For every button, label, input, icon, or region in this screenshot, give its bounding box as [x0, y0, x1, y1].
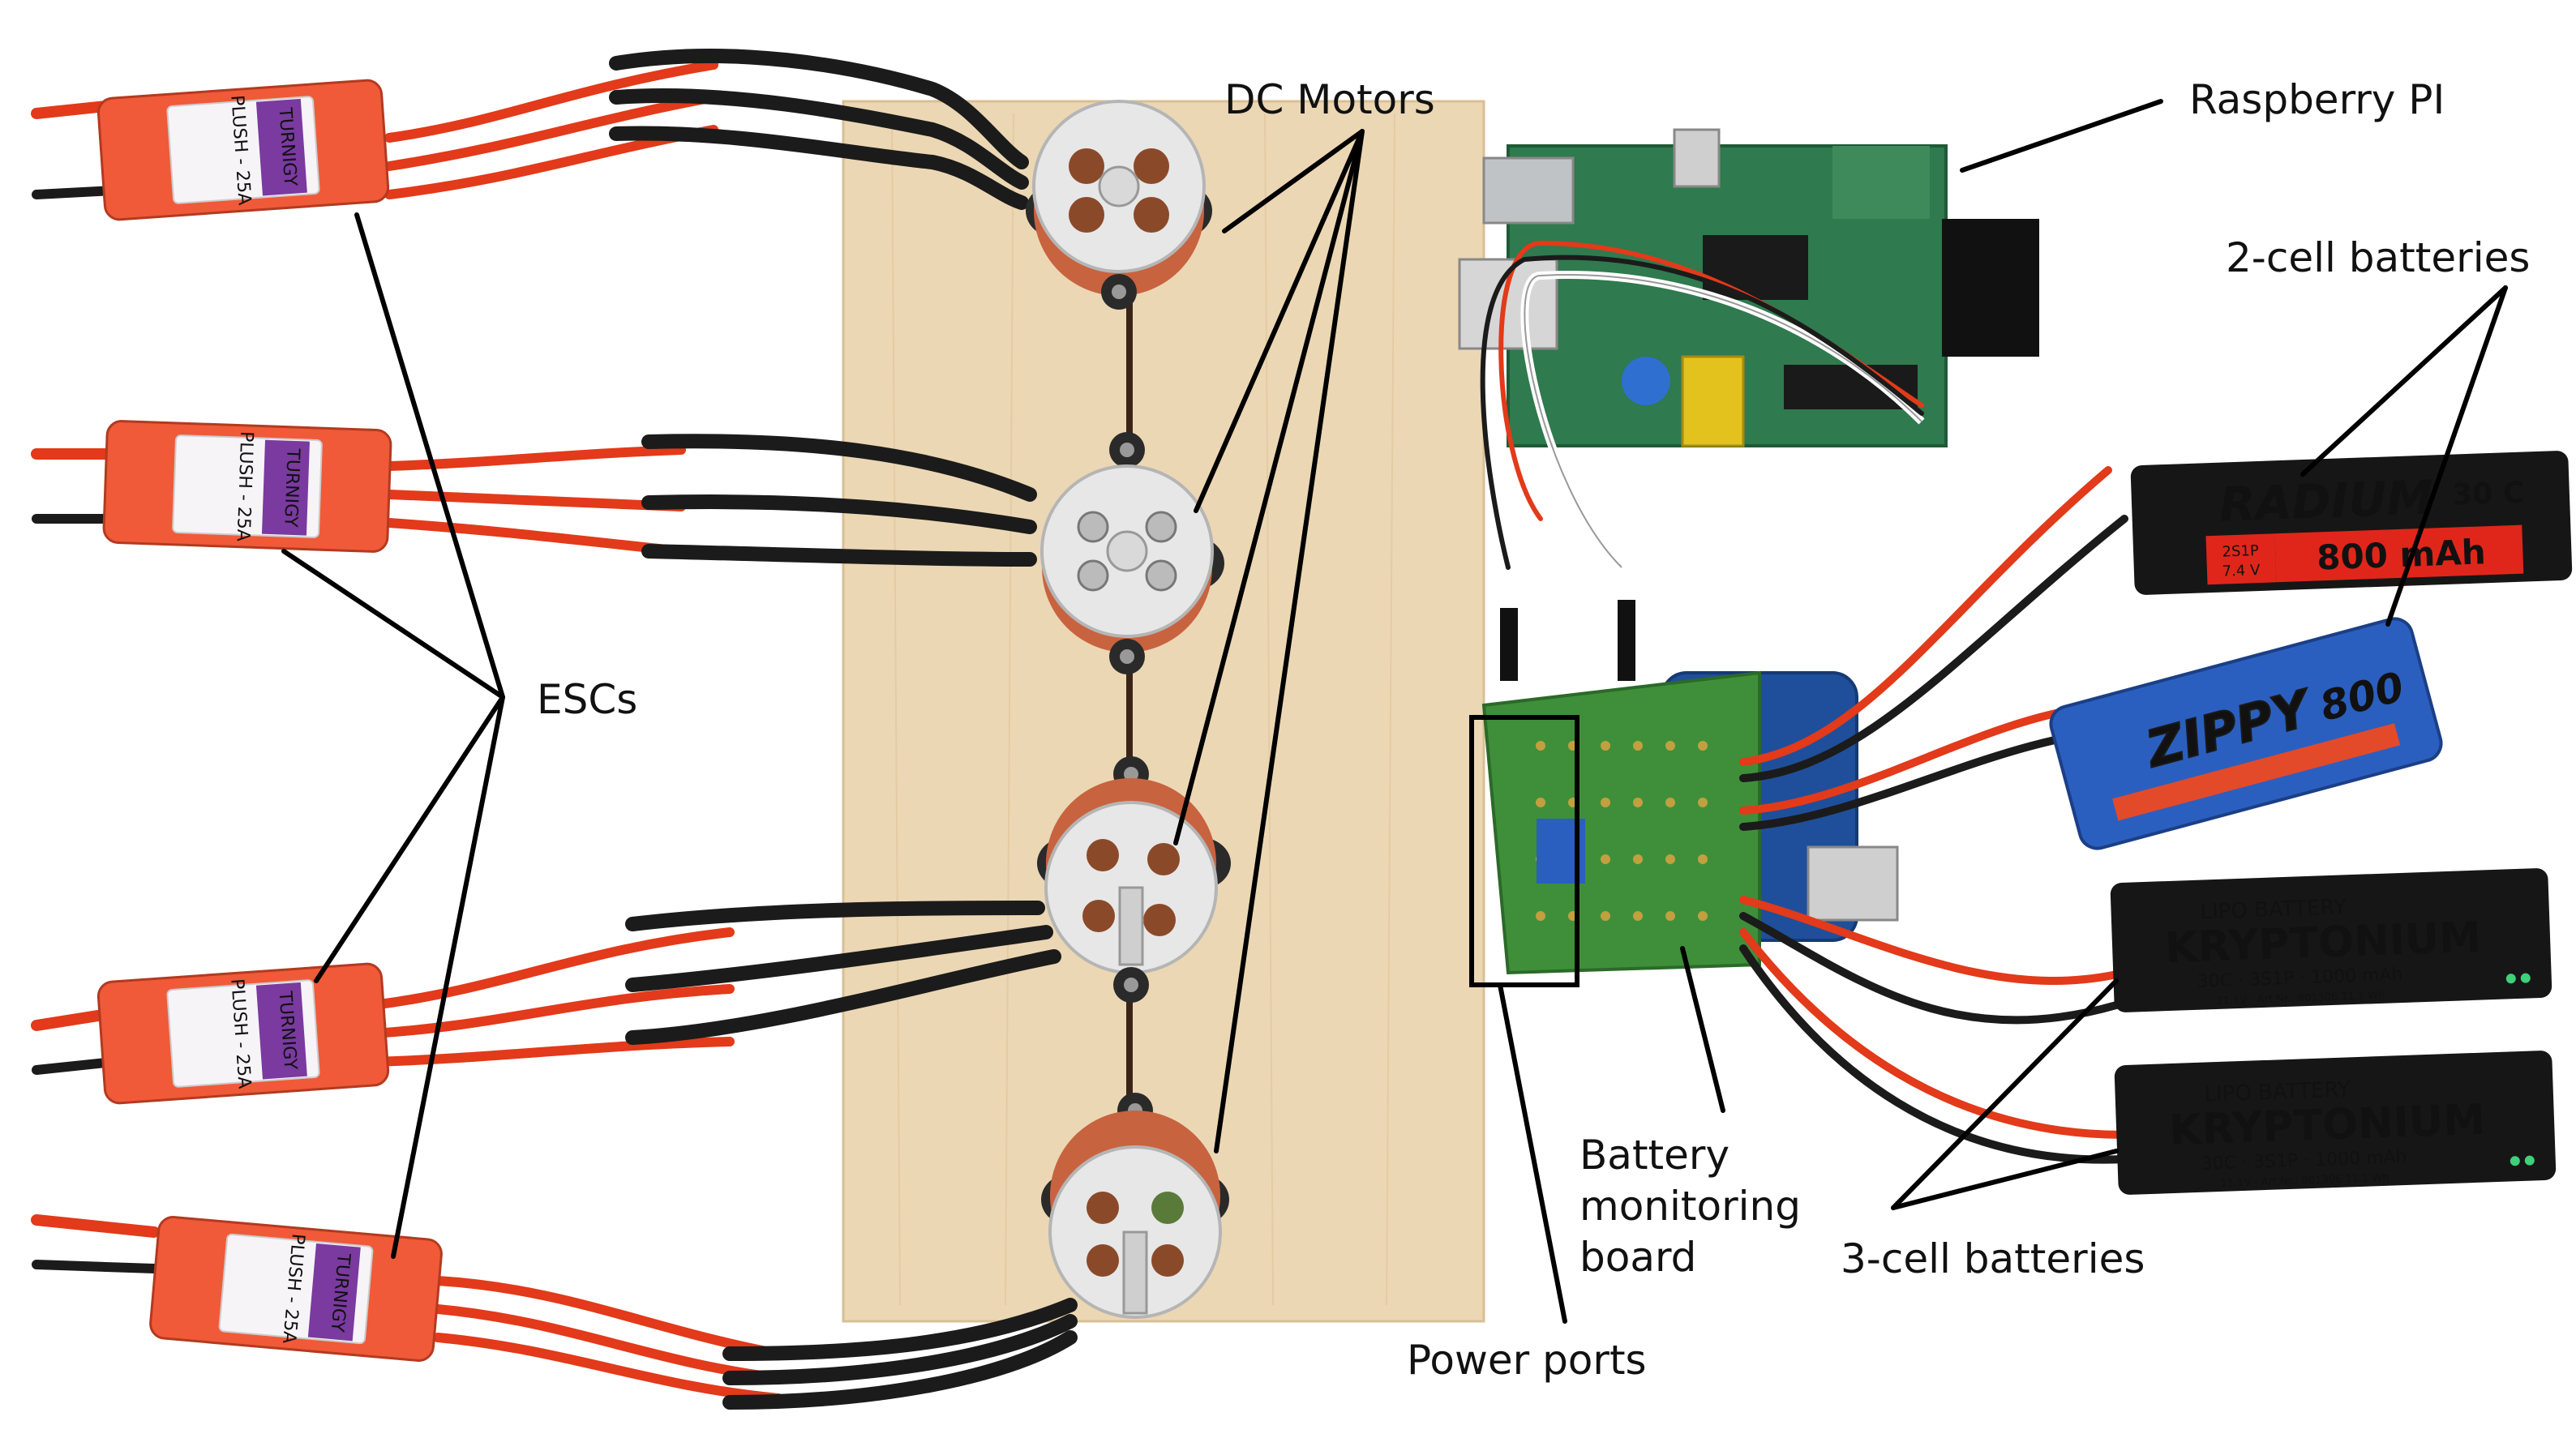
label-2-cell-batteries: 2-cell batteries [2226, 234, 2530, 281]
esc-4: TURNIGY PLUSH - 25A [149, 1216, 443, 1362]
kryp-2-lipo-label: LIPO BATTERY [2204, 1077, 2351, 1106]
motor-3 [1037, 756, 1231, 1003]
leader-lines [281, 99, 2508, 1324]
label-3-cell-batteries: 3-cell batteries [1841, 1235, 2145, 1282]
esc-1: TURNIGY PLUSH - 25A [96, 79, 390, 221]
esc-wires [31, 49, 1078, 1410]
label-battery-board-line3: board [1579, 1234, 1696, 1281]
kryp-1-brand: KRYPTONIUM [2164, 914, 2482, 974]
raspberry-pi [1458, 128, 2039, 571]
battery-monitoring-board [1481, 466, 2128, 1164]
wood-grain [891, 113, 1395, 1306]
esc-2-model: PLUSH - 25A [233, 430, 257, 541]
label-battery-board-line2: monitoring [1579, 1183, 1801, 1230]
label-escs: ESCs [537, 676, 637, 723]
kryp-2-small: 11.1V · Art.Nr.: 801306 11.1 Wh [2220, 1172, 2390, 1190]
motor-4 [1041, 1093, 1229, 1319]
kryptonium-battery-1: LIPO BATTERY KRYPTONIUM 30C · 3S1P · 100… [2110, 868, 2552, 1012]
esc-3: TURNIGY PLUSH - 25A [96, 962, 390, 1105]
kryptonium-battery-2: LIPO BATTERY KRYPTONIUM 30C · 3S1P · 100… [2114, 1051, 2557, 1195]
esc-2-brand: TURNIGY [280, 447, 302, 529]
radium-battery: RADIUM 30 C 2S1P 7.4 V 800 mAh [2130, 451, 2573, 595]
radium-c-rating: 30 C [2452, 477, 2525, 512]
zippy-battery: ZIPPY 800 [2049, 617, 2443, 850]
label-battery-board-line1: Battery [1579, 1132, 1729, 1179]
esc-2: TURNIGY PLUSH - 25A [102, 420, 392, 553]
label-raspberry-pi: Raspberry PI [2189, 76, 2445, 123]
label-dc-motors: DC Motors [1224, 76, 1435, 123]
radium-volt: 7.4 V [2222, 562, 2261, 580]
kryp-1-lipo-label: LIPO BATTERY [2200, 895, 2347, 924]
radium-brand: RADIUM [2218, 469, 2434, 532]
kryp-2-brand: KRYPTONIUM [2168, 1096, 2486, 1156]
kryp-1-small: 11.1V · Art.Nr.: 801306 11.1 Wh [2216, 990, 2385, 1008]
radium-capacity: 800 mAh [2316, 532, 2486, 577]
motor-1 [1026, 100, 1212, 310]
label-power-ports: Power ports [1407, 1337, 1647, 1384]
power-ports-box [1469, 715, 1579, 987]
radium-cells: 2S1P [2222, 542, 2259, 561]
motor-2 [1040, 432, 1224, 674]
